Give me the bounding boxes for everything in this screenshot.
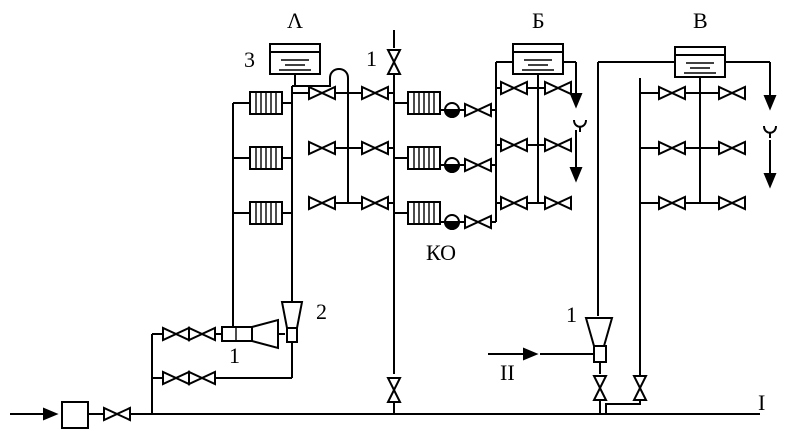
input-2-label: II [500,360,515,385]
radiator [407,201,441,225]
mixer-number: 2 [316,299,327,324]
system-a [151,43,394,414]
radiator [249,201,283,225]
input-1-label: I [758,390,765,415]
ko-heater [444,214,460,230]
tank-b [512,43,564,75]
main-supply-line [10,401,760,429]
tank-c [674,46,726,78]
bottom-valve [387,377,401,403]
mixer [280,301,304,329]
meter-box [61,401,89,429]
radiator [249,146,283,170]
right-ejector [584,317,614,347]
tank-a-label: Λ [287,8,303,33]
labels: Λ Б В 3 1 2 1 1 КО II I [229,8,765,415]
top-valve [387,49,401,75]
tank-a [269,43,321,75]
radiator [407,146,441,170]
tank-c-label: В [693,8,708,33]
ko-label: КО [426,240,456,265]
radiator [249,91,283,115]
tank-b-label: Б [532,8,545,33]
right-ejector-number: 1 [566,302,577,327]
ko-heater [444,157,460,173]
system-c [488,46,777,414]
center-riser [387,30,401,414]
ejector [221,326,253,342]
tap-icon [763,125,777,139]
top-valve-number: 1 [366,46,377,71]
ejector-number: 1 [229,343,240,368]
radiator [407,91,441,115]
system-b [394,43,587,230]
ko-heater [444,102,460,118]
tank-number: 3 [244,47,255,72]
input-valve [103,407,131,421]
